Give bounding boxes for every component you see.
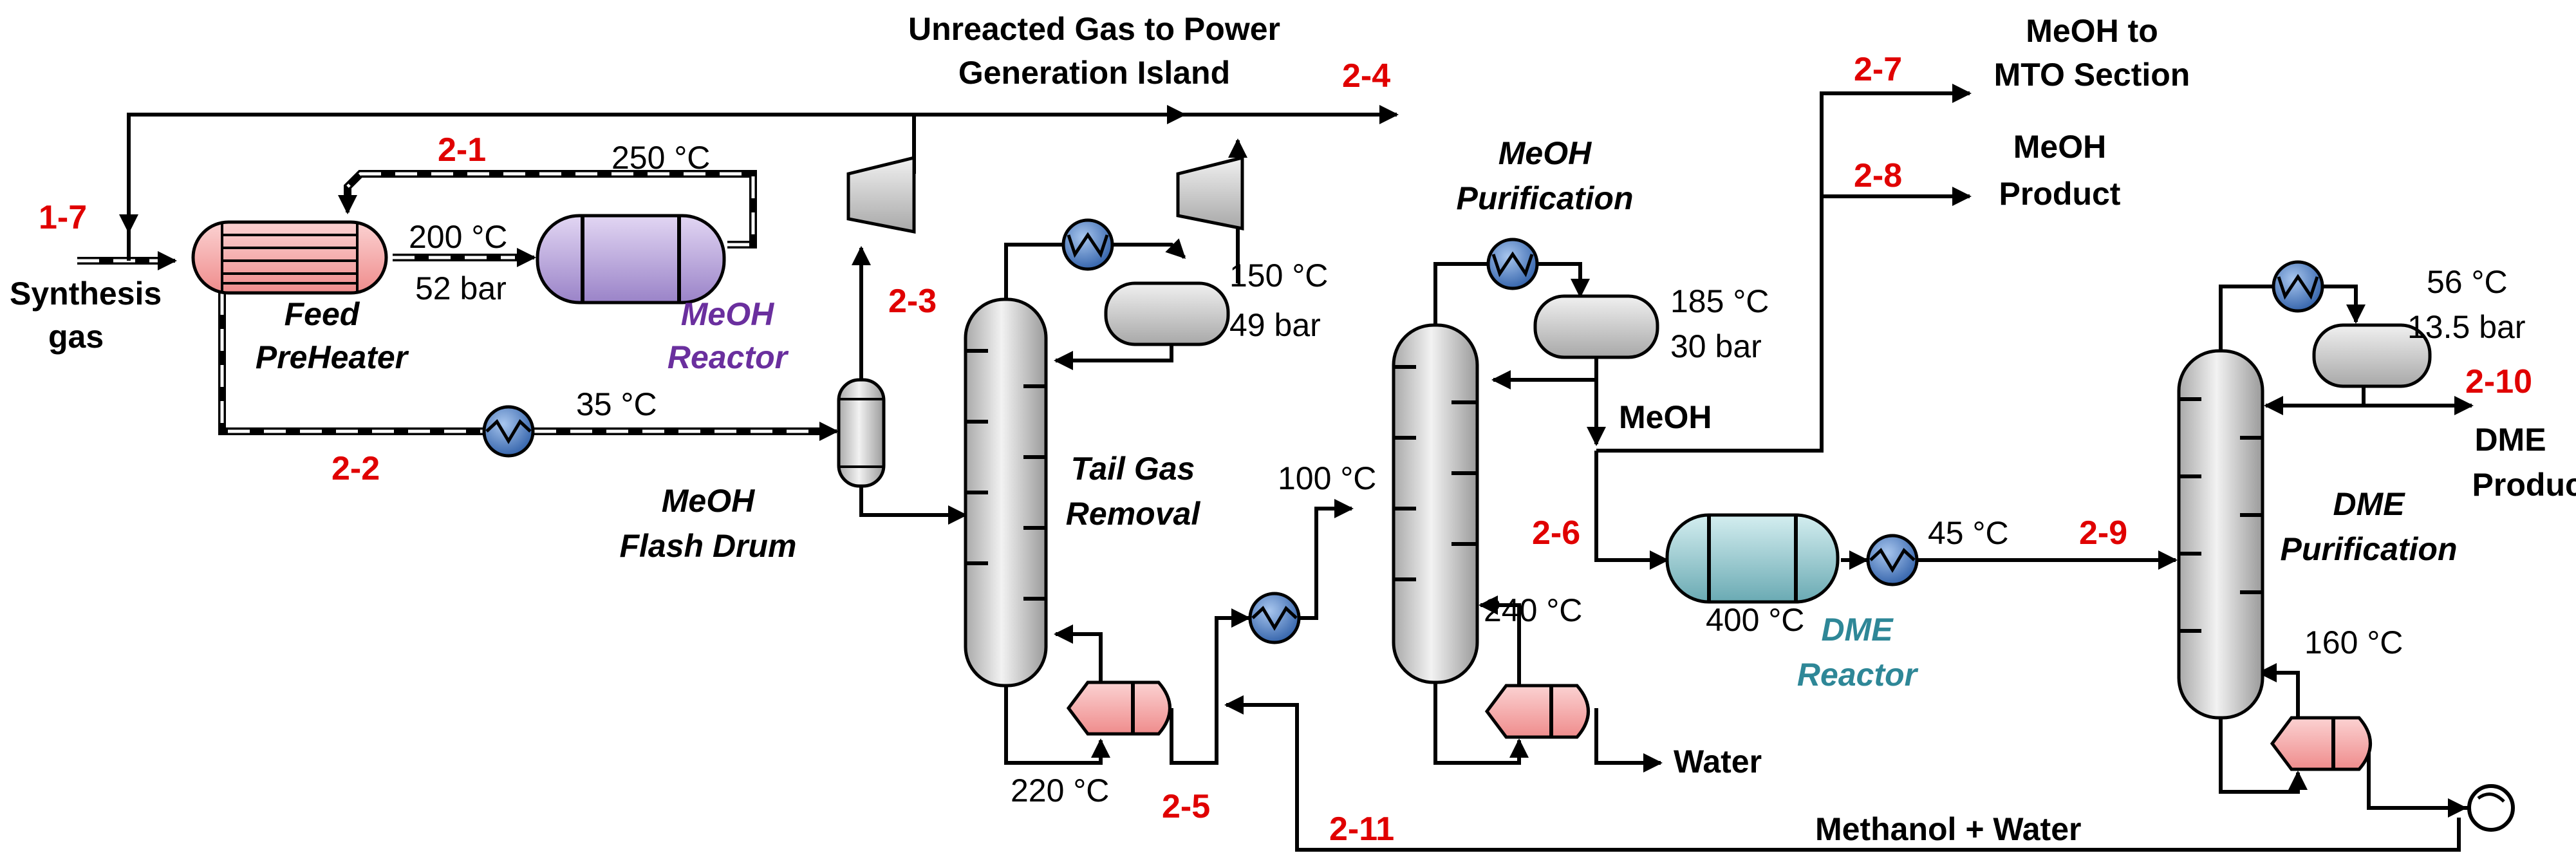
cooler-2-2	[482, 405, 535, 458]
meoh-purification-label-2: Purification	[1456, 180, 1633, 216]
meoh-reactor	[536, 214, 726, 305]
flash-drum-label-1: MeOH	[662, 483, 755, 519]
temp-200: 200 °C	[409, 219, 507, 255]
dme-reactor-label-1: DME	[1821, 612, 1894, 648]
stream-2-2: 2-2	[331, 450, 380, 487]
temp-160: 160 °C	[2304, 624, 2403, 661]
dme-reactor-label-2: Reactor	[1797, 657, 1919, 693]
stream-2-7: 2-7	[1854, 51, 1902, 88]
compressor-2	[1176, 155, 1244, 231]
pressure-52: 52 bar	[415, 270, 507, 306]
synthesis-gas-label-1: Synthesis	[10, 276, 162, 312]
temp-56: 56 °C	[2427, 264, 2508, 300]
equipment-labels: Unreacted Gas to Power Generation Island…	[10, 11, 2576, 847]
condenser-tail-gas	[1061, 218, 1114, 271]
meoh-product-label-2: Product	[1999, 176, 2121, 212]
tail-gas-label-2: Removal	[1066, 496, 1201, 532]
dme-product-label-1: DME	[2474, 422, 2546, 458]
methanol-water-label: Methanol + Water	[1815, 811, 2081, 847]
temp-250: 250 °C	[611, 140, 710, 176]
dme-reactor	[1665, 513, 1840, 604]
unreacted-gas-label-2: Generation Island	[958, 55, 1230, 91]
reflux-drum-tail-gas	[1104, 281, 1230, 346]
condenser-meoh-purification	[1486, 238, 1539, 290]
pressure-49: 49 bar	[1229, 307, 1321, 343]
temp-150: 150 °C	[1229, 258, 1328, 294]
stream-2-3: 2-3	[888, 283, 937, 320]
flash-drum-label-2: Flash Drum	[619, 528, 796, 564]
temp-100: 100 °C	[1278, 460, 1376, 496]
mto-label-2: MTO Section	[1994, 57, 2190, 93]
water-label: Water	[1674, 744, 1762, 780]
meoh-purification-label-1: MeOH	[1498, 135, 1592, 171]
temp-35: 35 °C	[576, 386, 657, 422]
operating-conditions: 250 °C 200 °C 52 bar 35 °C 150 °C 49 bar…	[409, 140, 2525, 809]
mto-label-1: MeOH to	[2026, 13, 2158, 49]
stream-labels: 1-7 2-1 2-2 2-3 2-4 2-5 2-6 2-7 2-8 2-9 …	[39, 51, 2532, 848]
feed-preheater-label-2: PreHeater	[256, 339, 409, 375]
reflux-drum-dme	[2312, 323, 2432, 388]
meoh-flash-drum	[837, 378, 886, 488]
cooler-dme	[1866, 534, 1919, 586]
stream-1-7: 1-7	[39, 199, 87, 236]
meoh-stream-label: MeOH	[1619, 399, 1712, 435]
meoh-reactor-label-1: MeOH	[681, 296, 774, 332]
meoh-purification-column	[1392, 323, 1479, 684]
meoh-product-label-1: MeOH	[2013, 129, 2106, 165]
cooler-2-5	[1248, 592, 1301, 644]
pressure-13-5: 13.5 bar	[2407, 309, 2525, 345]
dme-purification-label-2: Purification	[2280, 531, 2457, 567]
tail-gas-label-1: Tail Gas	[1071, 451, 1195, 487]
stream-2-9: 2-9	[2079, 514, 2127, 552]
pump-icon	[2467, 784, 2515, 832]
temp-240: 240 °C	[1484, 592, 1582, 628]
dme-purification-label-1: DME	[2333, 486, 2405, 522]
pressure-30: 30 bar	[1670, 328, 1762, 364]
temp-45: 45 °C	[1928, 515, 2009, 551]
stream-2-6: 2-6	[1532, 514, 1580, 552]
compressor-1	[846, 155, 916, 234]
feed-preheater-label-1: Feed	[285, 296, 360, 332]
stream-2-8: 2-8	[1854, 157, 1902, 194]
dme-product-label-2: Product	[2472, 467, 2576, 503]
stream-2-10: 2-10	[2465, 363, 2532, 400]
temp-400: 400 °C	[1706, 602, 1804, 638]
reboiler-dme-purification	[2270, 716, 2372, 771]
unreacted-gas-label-1: Unreacted Gas to Power	[908, 11, 1280, 47]
dme-purification-column	[2177, 349, 2264, 720]
temp-220: 220 °C	[1011, 773, 1109, 809]
stream-2-5: 2-5	[1162, 788, 1210, 825]
feed-preheater	[191, 220, 388, 295]
reflux-drum-meoh	[1533, 294, 1659, 359]
synthesis-gas-label-2: gas	[48, 319, 104, 355]
temp-185: 185 °C	[1670, 283, 1769, 319]
stream-2-11: 2-11	[1329, 810, 1394, 848]
tail-gas-removal-column	[964, 297, 1048, 688]
reboiler-tail-gas	[1066, 680, 1171, 736]
stream-2-4: 2-4	[1342, 57, 1390, 95]
condenser-dme-purification	[2272, 260, 2324, 313]
reboiler-meoh-purification	[1484, 684, 1590, 739]
meoh-reactor-label-2: Reactor	[667, 339, 789, 375]
stream-2-1: 2-1	[438, 131, 486, 169]
